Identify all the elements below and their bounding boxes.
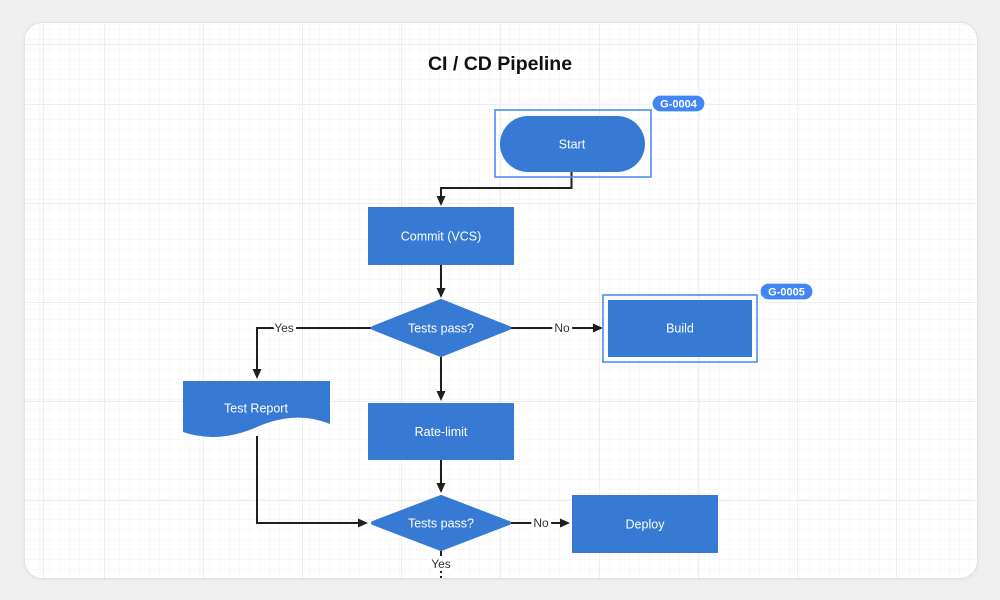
badge-g0004: G-0004 (651, 94, 706, 113)
edge-report-to-tests2[interactable] (256, 436, 368, 528)
node-tests-1[interactable]: Tests pass? (371, 299, 511, 357)
deploy-label: Deploy (626, 518, 666, 532)
rate-limit-shape (368, 403, 514, 460)
build-shape (608, 300, 752, 357)
node-commit[interactable]: Commit (VCS) (368, 207, 514, 265)
tests-2-shape (371, 495, 511, 551)
badge-g0005-pill (759, 282, 814, 301)
tests-1-shape (371, 299, 511, 357)
edge-label-tests2-yes: Yes (431, 557, 451, 571)
badge-g0005: G-0005 (759, 282, 814, 301)
deploy-shape (572, 495, 718, 553)
tests-2-label: Tests pass? (408, 517, 474, 531)
badge-g0004-label: G-0004 (660, 99, 698, 111)
test-report-shape (183, 381, 330, 437)
badge-g0004-pill (651, 94, 706, 113)
edges (252, 172, 603, 578)
tests-1-label: Tests pass? (408, 322, 474, 336)
edge-label-tests1-yes: Yes (274, 321, 294, 335)
test-report-label: Test Report (224, 402, 288, 416)
node-test-report[interactable]: Test Report (183, 381, 330, 437)
selection-outline-start (494, 109, 652, 178)
node-deploy[interactable]: Deploy (572, 495, 718, 553)
build-label: Build (666, 322, 694, 336)
edge-tests1-yes-to-report[interactable] (252, 327, 371, 379)
node-start[interactable]: Start (494, 109, 652, 178)
edge-label-tests2-no: No (533, 516, 549, 530)
commit-label: Commit (VCS) (401, 230, 482, 244)
node-rate-limit[interactable]: Rate-limit (368, 403, 514, 460)
node-tests-2[interactable]: Tests pass? (371, 495, 511, 551)
badge-g0005-label: G-0005 (768, 287, 805, 299)
start-shape (500, 116, 645, 172)
diagram-title[interactable]: CI / CD Pipeline (428, 53, 572, 75)
edge-label-tests1-no: No (554, 321, 570, 335)
selection-outline-build (602, 294, 758, 363)
start-label: Start (559, 138, 586, 152)
edge-start-to-commit[interactable] (436, 172, 573, 206)
commit-shape (368, 207, 514, 265)
rate-limit-label: Rate-limit (415, 425, 468, 439)
node-build[interactable]: Build (602, 294, 758, 363)
diagram-canvas[interactable] (24, 22, 978, 579)
